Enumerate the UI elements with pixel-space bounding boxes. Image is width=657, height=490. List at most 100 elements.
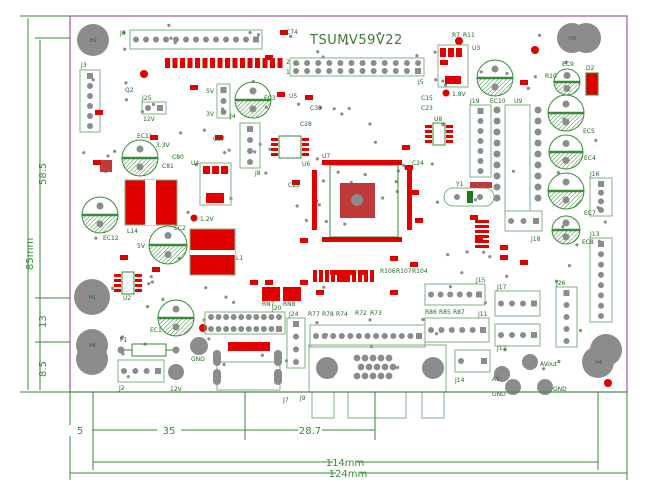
pin bbox=[563, 338, 570, 344]
hole-label: H4 bbox=[595, 360, 602, 366]
vga-pin bbox=[389, 363, 397, 371]
ic-pin bbox=[135, 289, 142, 292]
label-j7: J7 bbox=[282, 397, 289, 404]
pin-square bbox=[293, 321, 299, 327]
avout-label: AVout bbox=[540, 361, 558, 368]
label-ec11: EC11 bbox=[137, 133, 153, 140]
pin bbox=[598, 251, 604, 258]
label-j5: J5 bbox=[417, 79, 424, 86]
vga-pin bbox=[377, 372, 385, 380]
smd-component bbox=[93, 160, 101, 165]
vga-pin bbox=[385, 372, 393, 380]
label-c28: C28 bbox=[300, 121, 312, 128]
via bbox=[561, 225, 565, 229]
resistor-stack bbox=[475, 220, 489, 223]
via bbox=[82, 151, 86, 155]
via bbox=[394, 179, 398, 184]
ic-u2 bbox=[121, 271, 135, 295]
smd-resistor-array bbox=[232, 58, 238, 68]
pin bbox=[330, 333, 337, 339]
pin bbox=[304, 68, 311, 74]
via bbox=[147, 282, 151, 286]
via bbox=[321, 179, 325, 183]
pin bbox=[304, 60, 311, 66]
via bbox=[460, 271, 464, 275]
pin bbox=[534, 128, 542, 136]
pin bbox=[247, 148, 253, 154]
hole-label: H2 bbox=[90, 38, 97, 44]
ic-pin bbox=[302, 153, 309, 156]
pin bbox=[87, 113, 93, 119]
pin-square bbox=[276, 326, 282, 332]
pin-2-label: 2 bbox=[286, 59, 290, 66]
ic-pin bbox=[203, 166, 210, 174]
pin bbox=[253, 314, 260, 320]
label-u8: U8 bbox=[434, 116, 442, 123]
via bbox=[340, 112, 344, 116]
pin bbox=[563, 326, 570, 332]
dim-label-bg bbox=[68, 425, 92, 436]
label-j12: J12 bbox=[496, 345, 507, 352]
pin bbox=[163, 36, 169, 43]
label-r77: R77 bbox=[308, 311, 320, 318]
fiducial bbox=[199, 324, 207, 332]
label-j17: J17 bbox=[496, 284, 507, 291]
pin bbox=[121, 368, 127, 374]
via bbox=[227, 148, 231, 152]
label-j13: J13 bbox=[589, 231, 600, 238]
connector-j12 bbox=[494, 323, 541, 347]
resistor-network bbox=[352, 270, 356, 282]
dim-label-85mm: 85mm bbox=[25, 238, 36, 270]
label-j15: J15 bbox=[475, 277, 486, 284]
cap-pin bbox=[562, 233, 570, 241]
cap-pin bbox=[562, 178, 570, 186]
label-ec1: EC1 bbox=[150, 327, 162, 334]
ic-u4 bbox=[199, 162, 232, 206]
via bbox=[122, 30, 126, 35]
pin bbox=[355, 333, 362, 339]
pin bbox=[381, 333, 388, 339]
pin bbox=[534, 161, 542, 169]
smd-component bbox=[265, 280, 273, 285]
pin bbox=[208, 314, 214, 320]
connector-j24 bbox=[286, 317, 306, 369]
pin bbox=[373, 333, 380, 339]
ic-pin bbox=[135, 274, 142, 277]
pin-square bbox=[598, 181, 604, 187]
pin bbox=[458, 358, 464, 364]
pin bbox=[87, 83, 93, 89]
via bbox=[533, 75, 537, 79]
pin bbox=[193, 36, 199, 43]
connector-j19 bbox=[469, 104, 492, 178]
pin bbox=[598, 261, 604, 268]
pin bbox=[117, 346, 125, 354]
pin bbox=[276, 314, 282, 320]
pin bbox=[293, 60, 299, 66]
vga-pin bbox=[357, 363, 365, 371]
label-r11: R11 bbox=[463, 32, 475, 39]
vga-pin bbox=[353, 372, 361, 380]
pin bbox=[498, 332, 504, 338]
vga-pin bbox=[369, 372, 377, 380]
label-r72: R72 bbox=[355, 310, 367, 317]
vga-pin bbox=[365, 363, 373, 371]
pin bbox=[598, 189, 604, 196]
via bbox=[94, 236, 98, 240]
pin-square bbox=[155, 368, 161, 374]
pin bbox=[392, 60, 399, 66]
resistor-stack bbox=[475, 235, 489, 238]
smd-component bbox=[390, 256, 398, 261]
gnd-label: GND bbox=[492, 391, 506, 398]
connector-j26 bbox=[555, 286, 578, 348]
ic-pin bbox=[135, 279, 142, 282]
ic-u8 bbox=[432, 122, 446, 146]
label-q2: Q2 bbox=[125, 87, 134, 94]
pin bbox=[245, 314, 252, 320]
via bbox=[594, 138, 598, 142]
pin bbox=[493, 194, 501, 202]
label-r106: R106 bbox=[380, 268, 396, 275]
vga-pin bbox=[377, 354, 385, 362]
pin bbox=[223, 326, 230, 332]
pin bbox=[598, 292, 604, 299]
pin-square bbox=[415, 68, 421, 74]
